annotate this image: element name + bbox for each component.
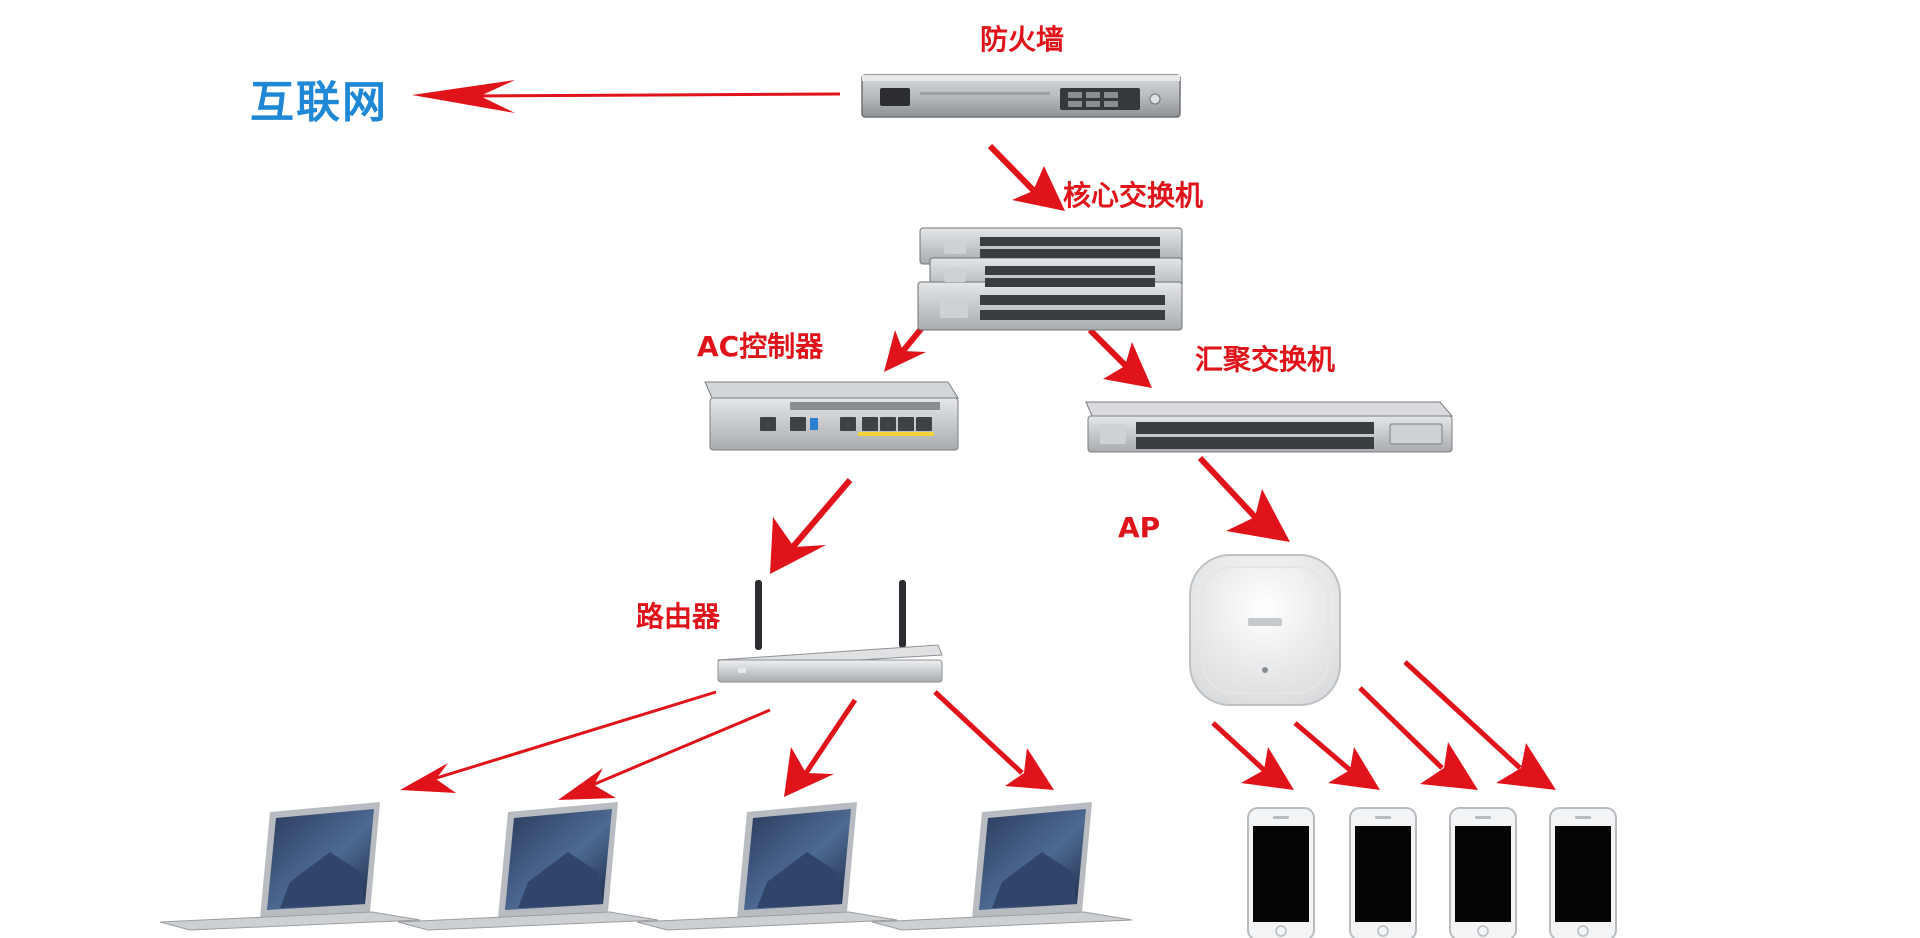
laptop-1 bbox=[159, 802, 421, 931]
ac-controller-device bbox=[704, 381, 959, 451]
ac-controller-label: AC控制器 bbox=[697, 330, 824, 363]
arrow-ap-to-phone-1 bbox=[1211, 721, 1294, 790]
core-switch-label: 核心交换机 bbox=[1063, 179, 1204, 212]
arrow-core-to-aggregation-switch bbox=[1087, 327, 1152, 388]
arrows bbox=[400, 80, 1556, 800]
firewall-label: 防火墙 bbox=[980, 23, 1065, 56]
router-device bbox=[717, 580, 943, 683]
laptop-3 bbox=[636, 802, 898, 931]
ap-label: AP bbox=[1118, 511, 1161, 544]
arrow-firewall-to-core-switch bbox=[987, 143, 1065, 211]
aggregation-switch-device bbox=[1085, 401, 1454, 453]
phone-2 bbox=[1349, 807, 1417, 938]
arrow-aggregation-to-ap bbox=[1197, 455, 1290, 542]
firewall-device bbox=[861, 74, 1181, 118]
arrow-router-to-laptop-2 bbox=[558, 708, 771, 800]
laptops bbox=[159, 802, 1133, 931]
internet-label: 互联网 bbox=[250, 77, 388, 128]
phones bbox=[1247, 807, 1617, 938]
phone-4 bbox=[1549, 807, 1617, 938]
ap-device bbox=[1189, 554, 1341, 706]
arrow-ap-to-phone-4 bbox=[1403, 660, 1556, 790]
laptop-2 bbox=[397, 802, 659, 931]
arrow-router-to-laptop-1 bbox=[400, 690, 717, 793]
phone-3 bbox=[1449, 807, 1517, 938]
arrow-ac-controller-to-router bbox=[770, 478, 853, 574]
core-switch-device bbox=[917, 227, 1183, 331]
arrow-ap-to-phone-3 bbox=[1358, 686, 1478, 790]
arrow-ap-to-phone-2 bbox=[1293, 721, 1380, 790]
laptop-4 bbox=[871, 802, 1133, 931]
arrow-router-to-laptop-3 bbox=[784, 698, 858, 797]
router-label: 路由器 bbox=[636, 600, 721, 633]
aggregation-switch-label: 汇聚交换机 bbox=[1195, 343, 1336, 376]
phone-1 bbox=[1247, 807, 1315, 938]
arrow-router-to-laptop-4 bbox=[933, 690, 1054, 790]
arrow-firewall-to-internet bbox=[412, 80, 841, 113]
